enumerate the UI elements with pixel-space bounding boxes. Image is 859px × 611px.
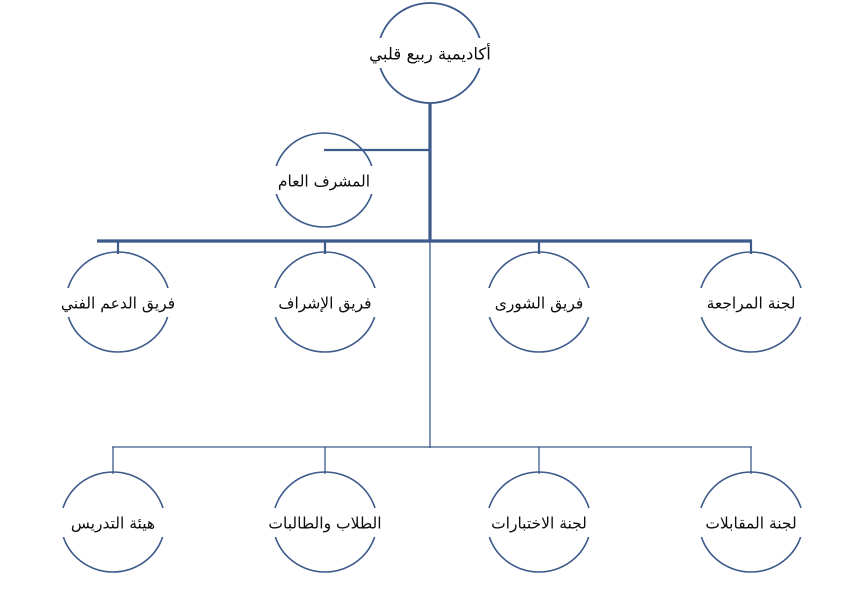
node-shura-team[interactable]: فريق الشورى xyxy=(451,251,627,353)
students-label-mask xyxy=(227,508,423,537)
supervision-team-label: فريق الإشراف xyxy=(278,295,371,313)
assistant-label-mask xyxy=(244,166,404,194)
review-committee-label: لجنة المراجعة xyxy=(707,295,796,313)
node-students[interactable]: الطلاب والطالبات xyxy=(227,471,423,573)
teaching-staff-label: هيئة التدريس xyxy=(71,515,155,533)
shura-team-label-mask xyxy=(451,288,627,317)
connector-layer xyxy=(97,103,753,474)
root-node-label: أكاديمية ربيع قلبي xyxy=(369,43,491,65)
node-supervision-team[interactable]: فريق الإشراف xyxy=(237,251,413,353)
node-interviews-committee[interactable]: لجنة المقابلات xyxy=(659,471,843,573)
supervision-team-label-mask xyxy=(237,288,413,317)
root-label-mask xyxy=(330,38,530,68)
teaching-staff-label-mask xyxy=(20,508,206,537)
review-committee-label-mask xyxy=(663,288,839,317)
node-review-committee[interactable]: لجنة المراجعة xyxy=(663,251,839,353)
exams-committee-label: لجنة الاختبارات xyxy=(491,515,587,533)
node-technical-support-team[interactable]: فريق الدعم الفني xyxy=(20,251,216,353)
technical-support-team-label: فريق الدعم الفني xyxy=(61,295,175,314)
node-teaching-staff[interactable]: هيئة التدريس xyxy=(20,471,206,573)
assistant-node-label: المشرف العام xyxy=(278,173,370,191)
technical-support-team-label-mask xyxy=(20,288,216,317)
node-exams-committee[interactable]: لجنة الاختبارات xyxy=(447,471,631,573)
students-label: الطلاب والطالبات xyxy=(268,515,381,534)
interviews-committee-label-mask xyxy=(659,508,843,537)
interviews-committee-label: لجنة المقابلات xyxy=(705,515,796,533)
exams-committee-label-mask xyxy=(447,508,631,537)
shura-team-label: فريق الشورى xyxy=(495,295,584,313)
node-root-academy[interactable]: أكاديمية ربيع قلبي xyxy=(330,2,530,104)
node-assistant-general-supervisor[interactable]: المشرف العام xyxy=(244,132,404,228)
